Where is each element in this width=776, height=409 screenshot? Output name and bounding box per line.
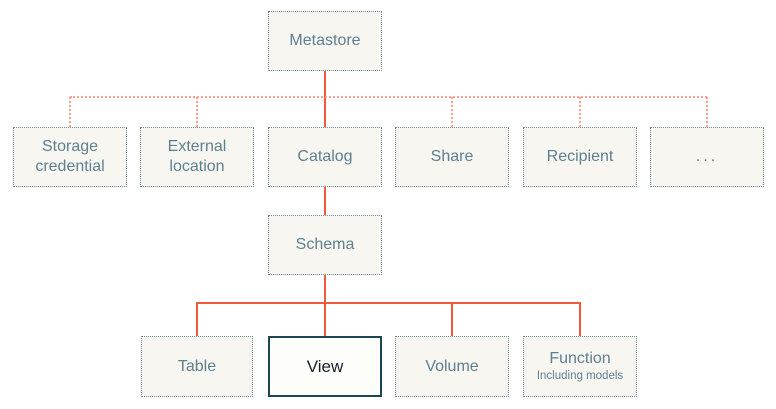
connector-drop-external-location [196,97,198,127]
node-more: ... [650,127,764,187]
node-external-location: External location [140,127,254,187]
node-recipient: Recipient [523,127,637,187]
node-storage-credential: Storage credential [13,127,127,187]
connector-drop-function [579,303,581,336]
node-storage-credential-label: Storage credential [35,138,105,175]
node-view-label: View [306,356,344,376]
node-catalog: Catalog [268,127,382,187]
node-more-label: ... [695,148,719,165]
node-table-label: Table [177,357,217,375]
node-catalog-label: Catalog [297,148,353,165]
connector-catalog-schema-line [324,187,326,215]
connector-drop-share [451,97,453,127]
node-table: Table [141,336,253,397]
node-schema-label: Schema [295,236,355,253]
node-view: View [268,336,382,397]
connector-drop-more [706,97,708,127]
connector-drop-storage-credential [69,97,71,127]
node-share-label: Share [430,148,474,165]
node-recipient-label: Recipient [546,148,614,165]
connector-metastore-catalog-line [324,71,326,127]
connector-drop-recipient [579,97,581,127]
node-function: Function Including models [523,336,637,397]
node-volume-label: Volume [425,357,479,375]
node-function-label: Function [549,350,611,368]
connector-schema-view-line [324,275,326,336]
node-volume: Volume [395,336,509,397]
node-metastore: Metastore [268,11,382,71]
node-external-location-label: External location [167,138,227,175]
connector-drop-table [196,303,198,336]
node-share: Share [395,127,509,187]
node-function-sublabel: Including models [536,370,624,383]
node-schema: Schema [268,215,382,275]
node-metastore-label: Metastore [289,32,361,49]
connector-row1-horizontal-line [70,96,707,98]
connector-drop-volume [451,303,453,336]
connector-row4-horizontal-line [196,302,581,304]
